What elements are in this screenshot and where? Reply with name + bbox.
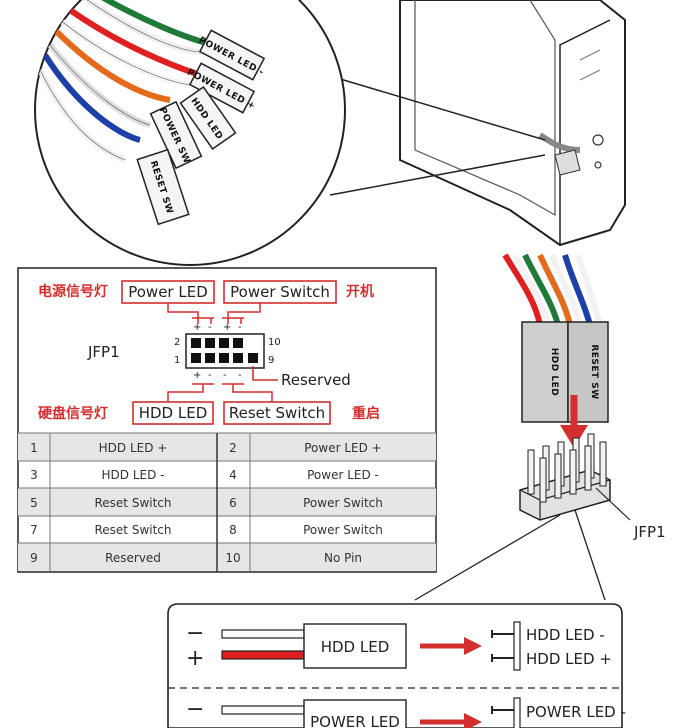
plug-label-hdd-led: HDD LED: [549, 348, 559, 396]
plug-label-reset-sw: RESET SW: [589, 344, 599, 399]
jfp1-header-label: JFP1: [633, 523, 666, 541]
minus-mark: -: [238, 322, 242, 333]
pin-1-label: 1: [174, 355, 180, 366]
reset-switch-en-label: Reset Switch: [229, 404, 325, 422]
hdd-led-cn-label: 硬盘信号灯: [38, 405, 108, 422]
power-switch-en-label: Power Switch: [230, 283, 330, 301]
pin-signal: HDD LED +: [99, 441, 168, 455]
pin-signal: Power Switch: [303, 523, 383, 537]
pin-number: 9: [30, 551, 38, 565]
pin-9-label: 9: [268, 355, 274, 366]
pin-signal: Power Switch: [303, 496, 383, 510]
plus-mark: +: [193, 370, 201, 381]
pin-signal: HDD LED -: [102, 468, 165, 482]
pin-number: 4: [229, 468, 237, 482]
hdd-led-minus-pin: HDD LED -: [526, 626, 605, 644]
minus-mark: -: [208, 370, 212, 381]
pc-case-illustration: [309, 0, 626, 247]
jfp1-label: JFP1: [87, 343, 120, 361]
hdd-led-en-label: HDD LED: [139, 404, 208, 422]
hdd-led-box-label: HDD LED: [321, 638, 390, 656]
minus-mark: -: [208, 322, 212, 333]
connector-reset-sw: RESET SW: [136, 148, 190, 226]
reserved-label: Reserved: [281, 371, 351, 389]
pin-signal: Reset Switch: [94, 496, 171, 510]
power-switch-cn-label: 开机: [346, 283, 374, 300]
pin-signal: Power LED -: [307, 468, 379, 482]
power-minus-sign: −: [186, 697, 204, 722]
minus-mark: -: [223, 370, 227, 381]
hdd-minus-sign: −: [186, 621, 204, 646]
hdd-plus-sign: +: [186, 646, 204, 671]
jfp1-pin-grid: [191, 338, 258, 363]
pin-number: 10: [225, 551, 240, 565]
reset-switch-cn-label: 重启: [352, 405, 380, 422]
plus-mark: +: [223, 322, 231, 333]
pin-2-label: 2: [174, 337, 180, 348]
pin-number: 5: [30, 496, 38, 510]
minus-mark: -: [238, 370, 242, 381]
power-led-cn-label: 电源信号灯: [38, 283, 108, 300]
pin-number: 2: [229, 441, 237, 455]
magnified-connector-circle: POWER LED - POWER LED + HDD LED POWER SW…: [34, 0, 346, 266]
pin-number: 7: [30, 523, 38, 537]
bottom-detail-panel: − + HDD LED HDD LED - HDD LED + − POWER …: [167, 603, 626, 728]
pin-signal: Power LED +: [304, 441, 381, 455]
pin-signal: Reserved: [105, 551, 161, 565]
power-led-box-label: POWER LED: [310, 713, 400, 728]
power-led-en-label: Power LED: [128, 283, 208, 301]
power-led-minus-pin: POWER LED -: [526, 703, 626, 721]
jfp1-panel: 电源信号灯 Power LED Power Switch 开机 + - + - …: [17, 267, 437, 573]
right-plug-illustration: HDD LED RESET SW JFP1: [414, 253, 666, 601]
pin-signal: Reset Switch: [94, 523, 171, 537]
pin-number: 3: [30, 468, 38, 482]
hdd-led-plus-pin: HDD LED +: [526, 650, 612, 668]
pin-10-label: 10: [268, 337, 281, 348]
plus-mark: +: [193, 322, 201, 333]
header-pins: [527, 433, 607, 503]
pin-signal: No Pin: [324, 551, 362, 565]
pin-number: 6: [229, 496, 237, 510]
pin-table: 1 HDD LED + 2 Power LED + 3 HDD LED - 4 …: [18, 432, 436, 572]
pin-number: 1: [30, 441, 38, 455]
pin-number: 8: [229, 523, 237, 537]
